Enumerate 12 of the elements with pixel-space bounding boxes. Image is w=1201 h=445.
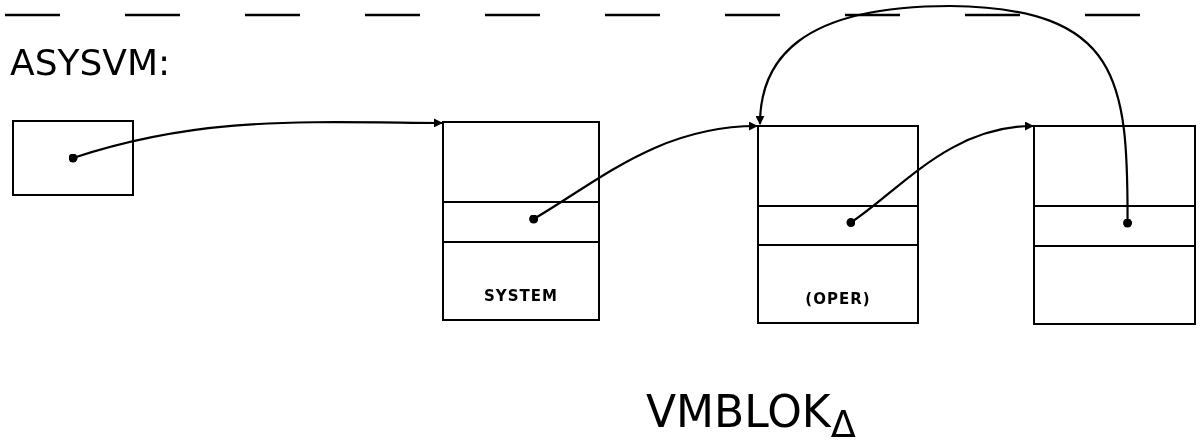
record-block [442,121,600,321]
block-label: ASYSVM: [10,42,171,83]
block-type-label: VMBLOK$_{Δ}$ [646,386,856,445]
record-block [1033,125,1196,325]
pointer-arrow [846,122,1034,227]
pointer-arrow [529,121,758,224]
field-value: (OPER) [804,290,872,308]
pointer-box [12,120,134,196]
field-value: SYSTEM [483,287,559,305]
pointer-arrow [68,118,443,163]
pointer-arrow [755,4,1133,228]
record-block [757,125,919,324]
